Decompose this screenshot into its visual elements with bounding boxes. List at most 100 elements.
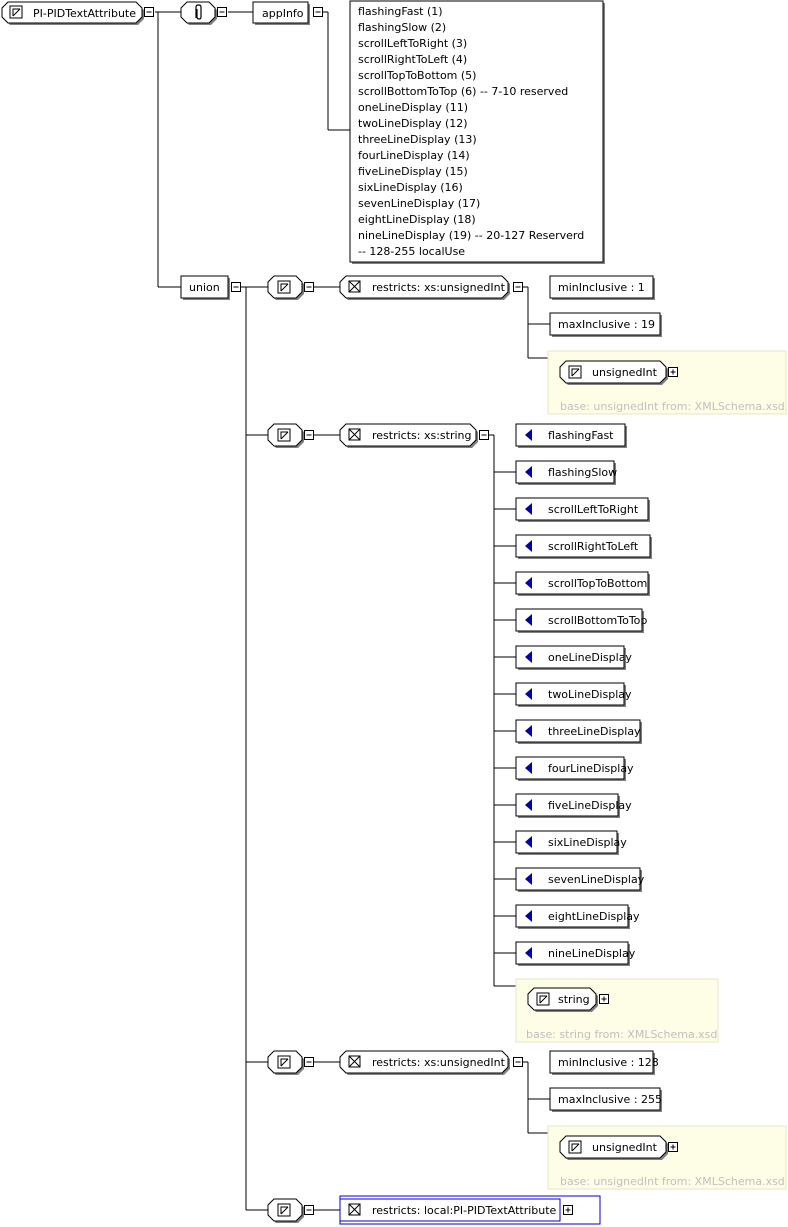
appinfo-text-line: flashingSlow (2) xyxy=(358,21,446,34)
enumeration-arrow-icon xyxy=(525,540,532,552)
icon-frame xyxy=(9,5,23,19)
appinfo-text-line: fiveLineDisplay (15) xyxy=(358,165,468,178)
union-member-3[interactable]: restricts: xs:unsignedInt minInclusive : … xyxy=(267,1050,787,1190)
restriction-frame[interactable] xyxy=(339,423,477,447)
enumeration-frame[interactable] xyxy=(515,460,615,484)
enumeration-frame[interactable] xyxy=(515,830,618,854)
icon-stroke xyxy=(348,1203,361,1216)
expand-toggle[interactable] xyxy=(563,1205,573,1215)
root-node-frame[interactable] xyxy=(1,1,143,24)
facet-frame[interactable] xyxy=(549,275,654,299)
restriction-bowtie-icon xyxy=(348,1055,361,1068)
collapse-toggle[interactable] xyxy=(479,430,489,440)
base-note-text: base: unsignedInt from: XMLSchema.xsd xyxy=(560,400,785,413)
collapse-toggle[interactable] xyxy=(313,7,323,17)
appinfo-text-line: nineLineDisplay (19) -- 20-127 Reserverd xyxy=(358,229,584,242)
root-simple-type[interactable]: PI-PIDTextAttribute xyxy=(1,1,154,25)
restriction-frame[interactable] xyxy=(339,1050,509,1074)
facet-label: maxInclusive : 255 xyxy=(558,1093,662,1106)
expand-toggle[interactable] xyxy=(668,367,678,377)
facet-node: maxInclusive : 19 xyxy=(549,312,662,337)
enumeration-node: scrollBottomToTop xyxy=(515,608,647,633)
enumeration-frame[interactable] xyxy=(515,904,629,928)
facet-label: minInclusive : 1 xyxy=(558,281,645,294)
union-member-2[interactable]: restricts: xs:string flashingFast flashing… xyxy=(267,423,719,1043)
enumeration-frame[interactable] xyxy=(515,423,626,447)
union-frame[interactable] xyxy=(180,275,229,299)
annotation-frame[interactable] xyxy=(180,1,216,24)
base-type-frame[interactable] xyxy=(559,360,667,384)
enumeration-frame[interactable] xyxy=(515,497,649,521)
enumeration-value: fourLineDisplay xyxy=(548,762,634,775)
expand-toggle[interactable] xyxy=(599,994,609,1004)
enumeration-frame[interactable] xyxy=(515,608,643,632)
enumeration-node: flashingFast xyxy=(515,423,627,448)
union-member-1[interactable]: restricts: xs:unsignedInt minInclusive : … xyxy=(267,275,787,415)
collapse-toggle[interactable] xyxy=(513,1057,523,1067)
icon-stroke xyxy=(280,431,288,439)
collapse-toggle[interactable] xyxy=(231,282,241,292)
enumeration-arrow-icon xyxy=(525,873,532,885)
enumeration-frame[interactable] xyxy=(515,941,629,965)
enumeration-node: flashingSlow xyxy=(515,460,617,485)
union-node[interactable]: union xyxy=(180,275,241,300)
collapse-toggle[interactable] xyxy=(304,1205,314,1215)
enumeration-frame[interactable] xyxy=(515,867,641,891)
restriction-node[interactable]: restricts: xs:unsignedInt xyxy=(339,1050,510,1075)
annotation-node[interactable] xyxy=(180,1,227,25)
enumeration-frame[interactable] xyxy=(515,645,625,669)
union-member-4[interactable]: restricts: local:PI-PIDTextAttribute xyxy=(267,1195,601,1225)
simple-type-triangle-icon xyxy=(536,992,550,1006)
base-type-name: string xyxy=(558,993,590,1006)
icon-stroke xyxy=(539,995,547,1003)
appinfo-text-line: -- 128-255 localUse xyxy=(358,245,465,258)
facet-node: minInclusive : 1 xyxy=(549,275,655,300)
appinfo-node[interactable]: appInfo xyxy=(252,1,323,25)
enumeration-frame[interactable] xyxy=(515,534,651,558)
icon-stroke xyxy=(348,1055,361,1068)
restriction-node[interactable]: restricts: xs:string xyxy=(339,423,478,448)
collapse-toggle[interactable] xyxy=(144,7,154,17)
enumeration-arrow-icon xyxy=(525,799,532,811)
appinfo-frame[interactable] xyxy=(252,1,309,24)
restriction-node[interactable]: restricts: xs:unsignedInt xyxy=(339,275,510,300)
facet-frame[interactable] xyxy=(549,1050,654,1074)
base-type-frame[interactable] xyxy=(559,1135,667,1159)
restriction-label: restricts: local:PI-PIDTextAttribute xyxy=(372,1204,557,1217)
icon-stroke xyxy=(539,995,548,1004)
restriction-frame[interactable] xyxy=(339,275,509,299)
appinfo-text-line: threeLineDisplay (13) xyxy=(358,133,477,146)
collapse-toggle[interactable] xyxy=(217,7,227,17)
simple-type-triangle-icon xyxy=(568,1140,582,1154)
enumeration-frame[interactable] xyxy=(515,719,641,743)
enumeration-arrow-icon xyxy=(525,947,532,959)
enumeration-value: sixLineDisplay xyxy=(548,836,627,849)
enumeration-frame[interactable] xyxy=(515,571,649,595)
facet-frame[interactable] xyxy=(549,1087,661,1111)
collapse-toggle[interactable] xyxy=(513,282,523,292)
facet-frame[interactable] xyxy=(549,312,661,336)
enumeration-value: sevenLineDisplay xyxy=(548,873,645,886)
collapse-toggle[interactable] xyxy=(304,430,314,440)
icon-frame xyxy=(277,1055,291,1069)
expand-toggle[interactable] xyxy=(668,1142,678,1152)
enumeration-frame[interactable] xyxy=(515,756,625,780)
collapse-toggle[interactable] xyxy=(304,282,314,292)
enumeration-frame[interactable] xyxy=(515,793,619,817)
appinfo-text-frame[interactable] xyxy=(349,0,604,263)
restriction-node[interactable]: restricts: local:PI-PIDTextAttribute xyxy=(339,1198,561,1222)
enumeration-value: scrollRightToLeft xyxy=(548,540,639,553)
icon-stroke xyxy=(12,8,20,16)
enumeration-node: scrollRightToLeft xyxy=(515,534,652,559)
icon-stroke xyxy=(280,1058,288,1066)
icon-frame xyxy=(568,1140,582,1154)
restriction-label: restricts: xs:string xyxy=(372,429,472,442)
facet-label: minInclusive : 128 xyxy=(558,1056,659,1069)
enumeration-arrow-icon xyxy=(525,688,532,700)
enumeration-arrow-icon xyxy=(525,429,532,441)
enumeration-node: sevenLineDisplay xyxy=(515,867,645,892)
enumeration-arrow-icon xyxy=(525,577,532,589)
icon-frame xyxy=(568,365,582,379)
collapse-toggle[interactable] xyxy=(304,1057,314,1067)
enumeration-frame[interactable] xyxy=(515,682,625,706)
